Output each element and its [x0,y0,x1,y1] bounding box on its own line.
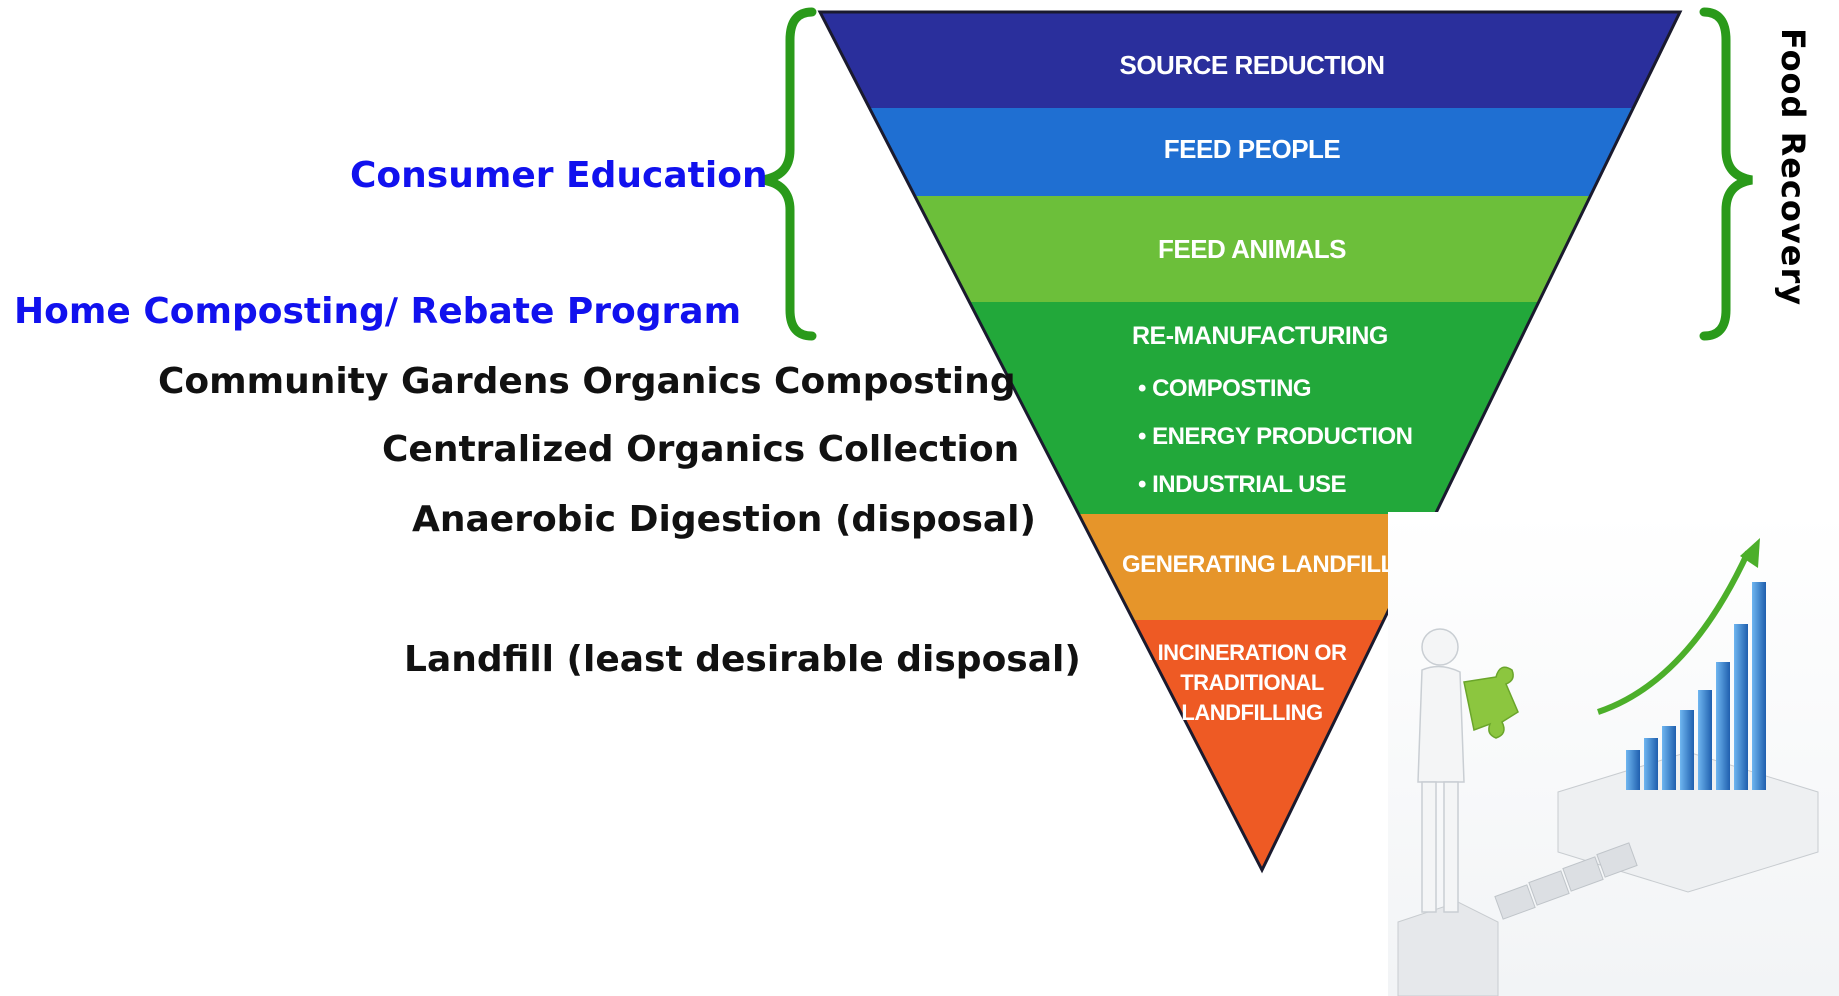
tier-label-remanufacturing: RE-MANUFACTURING [1132,322,1388,350]
bullet-industrial-use: • INDUSTRIAL USE [1138,471,1346,498]
tier-source-reduction [820,12,1680,108]
incineration-line-3: LANDFILLING [1181,700,1322,725]
tier-label-source-reduction: SOURCE REDUCTION [1119,50,1384,80]
bar-chart-icon [1626,582,1766,790]
incineration-line-2: TRADITIONAL [1180,670,1324,695]
landfill-label: Landfill (least desirable disposal) [404,639,1081,680]
puzzle-piece-icon [1463,666,1519,739]
pyramid-outline [817,10,1683,874]
tier-feed-people [820,108,1680,196]
tier-label-feed-people: FEED PEOPLE [1164,134,1341,164]
bullet-composting: • COMPOSTING [1138,375,1311,402]
community-gardens-label: Community Gardens Organics Composting [158,361,1016,402]
arrow-head-icon [1740,538,1760,568]
growth-puzzle-illustration [1388,512,1839,996]
tier-feed-animals [820,196,1680,302]
anaerobic-digestion-label: Anaerobic Digestion (disposal) [412,499,1036,540]
centralized-collection-label: Centralized Organics Collection [382,429,1020,470]
growth-arrow-icon [1597,550,1751,715]
tier-label-feed-animals: FEED ANIMALS [1158,234,1346,264]
bullet-energy-production: • ENERGY PRODUCTION [1138,423,1413,450]
tier-label-generating-landfills: GENERATING LANDFILLS [1122,551,1411,578]
home-composting-label: Home Composting/ Rebate Program [14,291,742,332]
person-figure-icon [1417,628,1465,913]
consumer-education-label: Consumer Education [350,155,768,196]
right-brace-icon [1699,7,1753,341]
left-brace-icon [761,7,817,341]
puzzle-path-icon [1494,842,1638,920]
incineration-line-1: INCINERATION OR [1158,640,1347,665]
food-recovery-label: Food Recovery [1774,28,1812,307]
